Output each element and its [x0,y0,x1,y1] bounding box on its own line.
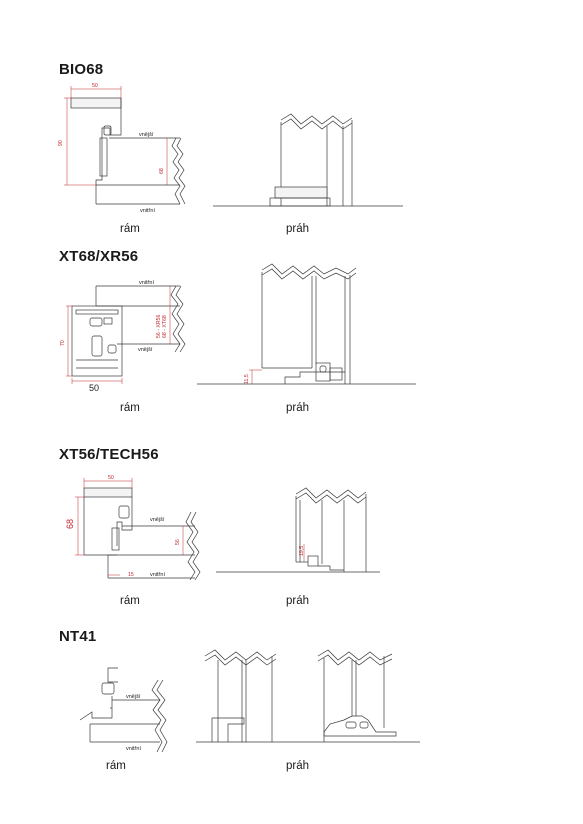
xt56-threshold-drawing: 19,5 [216,487,380,573]
label-bio68-outside: vnější [139,132,154,138]
caption-frame-xt56: rám [120,595,140,607]
label-xt56-inside: vnitřní [150,572,165,578]
section-title-xt56-tech56: XT56/TECH56 [59,446,159,463]
dim-xt56-offset: 15 [128,572,134,578]
bio68-frame-drawing: 50 90 68 vnější vnitřní [58,83,186,214]
dim-xt68-depth-b: 68 - XT68 [162,315,168,338]
xt68-threshold-drawing: 11,5 [197,263,416,385]
dim-xt68-width: 50 [89,383,99,393]
nt41-frame-drawing: vnější vnitřní [79,667,168,753]
label-bio68-inside: vnitřní [140,208,155,214]
dim-xt68-height: 70 [60,340,66,346]
caption-frame-xt68: rám [120,402,140,414]
caption-threshold-bio68: práh [286,223,310,235]
label-nt41-inside: vnitřní [126,746,141,752]
caption-threshold-xt68: práh [286,402,310,414]
xt56-frame-drawing: 50 68 56 15 vnější vnitřní [65,475,201,581]
caption-threshold-xt56: práh [286,595,310,607]
dim-bio68-height: 90 [58,140,64,146]
dim-xt56-height: 68 [65,519,75,529]
dim-bio68-depth: 68 [159,168,165,174]
section-title-bio68: BIO68 [59,61,104,78]
label-xt68-outside: vnější [138,347,153,353]
label-xt56-outside: vnější [150,517,165,523]
dim-xt68-sill: 11,5 [244,374,250,384]
section-title-xt68-xr56: XT68/XR56 [59,248,139,265]
caption-threshold-nt41: práh [286,760,310,772]
section-title-nt41: NT41 [59,628,97,645]
caption-frame-nt41: rám [106,760,126,772]
dim-bio68-width: 50 [92,83,98,89]
nt41-threshold-drawing [196,649,420,743]
caption-frame-bio68: rám [120,223,140,235]
xt68-frame-drawing: 70 50 56 - XR56 68 - XT68 vnitřní vnější [60,280,186,393]
dim-xt68-depth-a: 56 - XR56 [156,315,162,338]
dim-xt56-depth: 56 [175,539,181,545]
dim-xt56-width: 50 [108,475,114,481]
label-nt41-outside: vnější [126,694,141,700]
label-xt68-inside: vnitřní [139,280,154,286]
bio68-threshold-drawing [213,113,403,207]
dim-xt56-sill: 19,5 [299,546,305,556]
